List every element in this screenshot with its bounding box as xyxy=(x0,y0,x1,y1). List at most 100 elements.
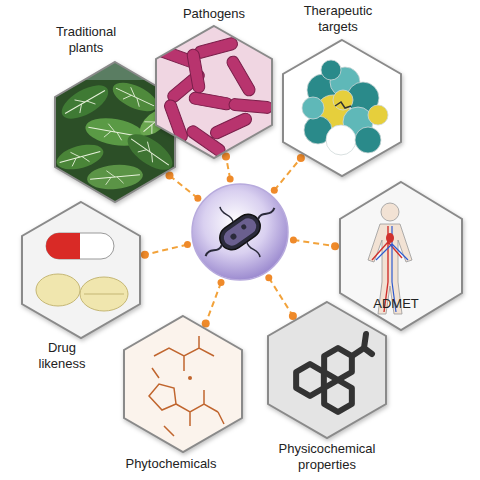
hexagon-node: Drug likeness xyxy=(22,202,140,338)
drawing-part xyxy=(107,124,116,132)
illustration xyxy=(124,316,242,452)
drawing-part xyxy=(131,139,169,165)
spoke-dot xyxy=(265,274,272,281)
spoke-dot xyxy=(290,236,297,243)
illustration xyxy=(22,202,140,338)
drawing-part xyxy=(215,210,265,255)
drawing-part xyxy=(240,223,247,230)
node-label: Therapeutic targets xyxy=(290,3,386,35)
spoke-dot xyxy=(202,319,210,327)
drawing-part xyxy=(302,97,324,119)
drawing-part xyxy=(268,302,386,438)
drawing-part xyxy=(109,77,162,117)
bacterium-icon xyxy=(187,182,293,283)
dashed-spoke xyxy=(274,158,301,190)
drawing-part xyxy=(154,336,214,371)
dashed-spoke xyxy=(269,278,293,316)
drawing-part xyxy=(124,316,242,452)
drawing-part xyxy=(340,182,462,330)
hexagon-node: Pathogens xyxy=(156,26,272,158)
dashed-spoke xyxy=(206,283,221,324)
drawing-part xyxy=(116,88,154,106)
spoke-dot xyxy=(184,241,191,248)
spoke-dot xyxy=(271,187,278,194)
hexagon-node: Phytochemicals xyxy=(124,316,242,452)
hexagon-illustration xyxy=(283,40,401,176)
spoke-dot xyxy=(297,154,305,162)
drawing-part xyxy=(46,233,114,259)
drawing-part xyxy=(340,182,462,330)
drawing-part xyxy=(84,294,124,295)
node-label: Physicochemical properties xyxy=(262,441,392,473)
drawing-part xyxy=(86,163,144,192)
drawing-part xyxy=(333,90,353,110)
drawing-part xyxy=(104,130,111,138)
drawing-part xyxy=(76,104,85,113)
spoke-dot xyxy=(194,195,201,202)
drawing-part xyxy=(82,155,90,163)
drawing-part xyxy=(209,111,254,140)
drawing-part xyxy=(296,364,324,396)
illustration xyxy=(283,40,401,176)
dashed-spoke xyxy=(170,176,198,199)
drawing-part xyxy=(283,40,401,176)
drawing-part xyxy=(116,132,123,140)
node-label: Traditional plants xyxy=(40,24,132,56)
drawing-part xyxy=(257,206,275,220)
hexagon-illustration xyxy=(22,202,140,338)
drawing-part xyxy=(156,26,272,158)
drawing-part xyxy=(225,54,257,98)
illustration xyxy=(153,26,273,159)
drawing-part xyxy=(123,93,131,102)
drawing-part xyxy=(229,98,274,114)
drawing-part xyxy=(138,146,147,155)
drawing-part xyxy=(75,96,85,106)
drawing-part xyxy=(80,277,128,311)
hexagon-node: Physicochemical properties xyxy=(268,302,386,438)
drawing-part xyxy=(205,243,223,257)
drawing-part xyxy=(268,302,386,438)
drawing-part xyxy=(324,348,352,380)
node-label: Pathogens xyxy=(160,6,268,22)
hexagon-illustration xyxy=(156,26,272,158)
drawing-part xyxy=(124,316,242,452)
drawing-part xyxy=(229,232,237,240)
drawing-part xyxy=(117,176,124,183)
drawing-part xyxy=(87,98,96,107)
drawing-part xyxy=(148,153,157,162)
drawing-part xyxy=(324,380,352,412)
drawing-part xyxy=(124,316,242,452)
drawing-part xyxy=(283,40,401,176)
spoke-dot xyxy=(289,312,297,320)
drawing-part xyxy=(219,205,234,224)
drawing-part xyxy=(221,215,260,249)
drawing-part xyxy=(321,60,341,80)
drawing-part xyxy=(46,233,114,259)
drawing-part xyxy=(105,177,112,184)
drawing-part xyxy=(147,125,156,134)
hexagon-illustration xyxy=(124,316,242,452)
hexagon-illustration xyxy=(268,302,386,438)
drawing-part xyxy=(134,98,142,107)
drawing-part xyxy=(128,87,138,97)
drawing-part xyxy=(22,202,140,338)
drawing-part xyxy=(246,240,261,259)
drawing-part xyxy=(149,384,218,426)
drawing-part xyxy=(144,117,155,128)
node-label: Phytochemicals xyxy=(115,456,227,472)
illustration xyxy=(340,182,462,330)
drawing-part xyxy=(156,26,272,158)
hexagon-node: Therapeutic targets xyxy=(283,40,401,176)
drawing-part xyxy=(368,105,388,125)
drawing-part xyxy=(109,77,162,117)
drawing-part xyxy=(152,368,224,436)
node-label: ADMET xyxy=(356,296,436,312)
drawing-part xyxy=(22,202,140,338)
drawing-part xyxy=(326,125,356,155)
spoke-dot xyxy=(227,175,234,182)
drawing-part xyxy=(106,170,115,178)
hexagon-node: ADMET xyxy=(340,182,462,330)
drawing-part xyxy=(268,302,386,438)
drawing-part xyxy=(86,163,144,192)
drawing-part xyxy=(355,127,381,153)
